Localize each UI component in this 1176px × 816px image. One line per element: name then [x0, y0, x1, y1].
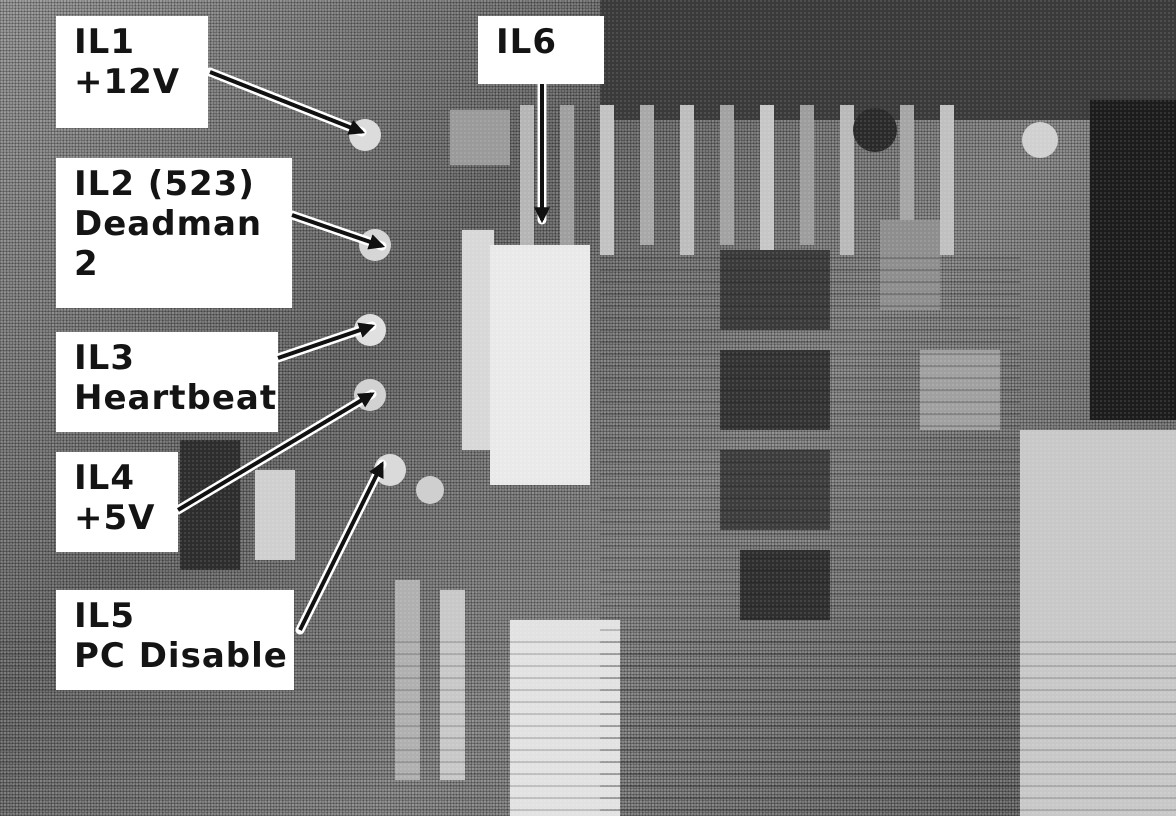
callout-il3-description: Heartbeat	[74, 378, 278, 418]
callout-il2: IL2 (523) Deadman 2	[56, 158, 292, 308]
callout-il1-description: +12V	[74, 62, 181, 102]
callout-il4-description: +5V	[74, 498, 156, 538]
callout-il5: IL5 PC Disable	[56, 590, 294, 690]
callout-il3: IL3 Heartbeat	[56, 332, 278, 432]
callout-il6: IL6	[478, 16, 604, 84]
callout-il6-label: IL6	[496, 22, 557, 62]
callout-il1: IL1 +12V	[56, 16, 208, 128]
callout-il4-label: IL4	[74, 458, 135, 498]
callout-il1-label: IL1	[74, 22, 135, 62]
callout-il5-description: PC Disable	[74, 636, 288, 676]
callout-il2-label: IL2 (523)	[74, 164, 255, 204]
callout-il2-description: Deadman	[74, 204, 263, 244]
callout-il2-description-2: 2	[74, 244, 99, 284]
callout-il5-label: IL5	[74, 596, 135, 636]
callout-il3-label: IL3	[74, 338, 135, 378]
callout-il4: IL4 +5V	[56, 452, 178, 552]
